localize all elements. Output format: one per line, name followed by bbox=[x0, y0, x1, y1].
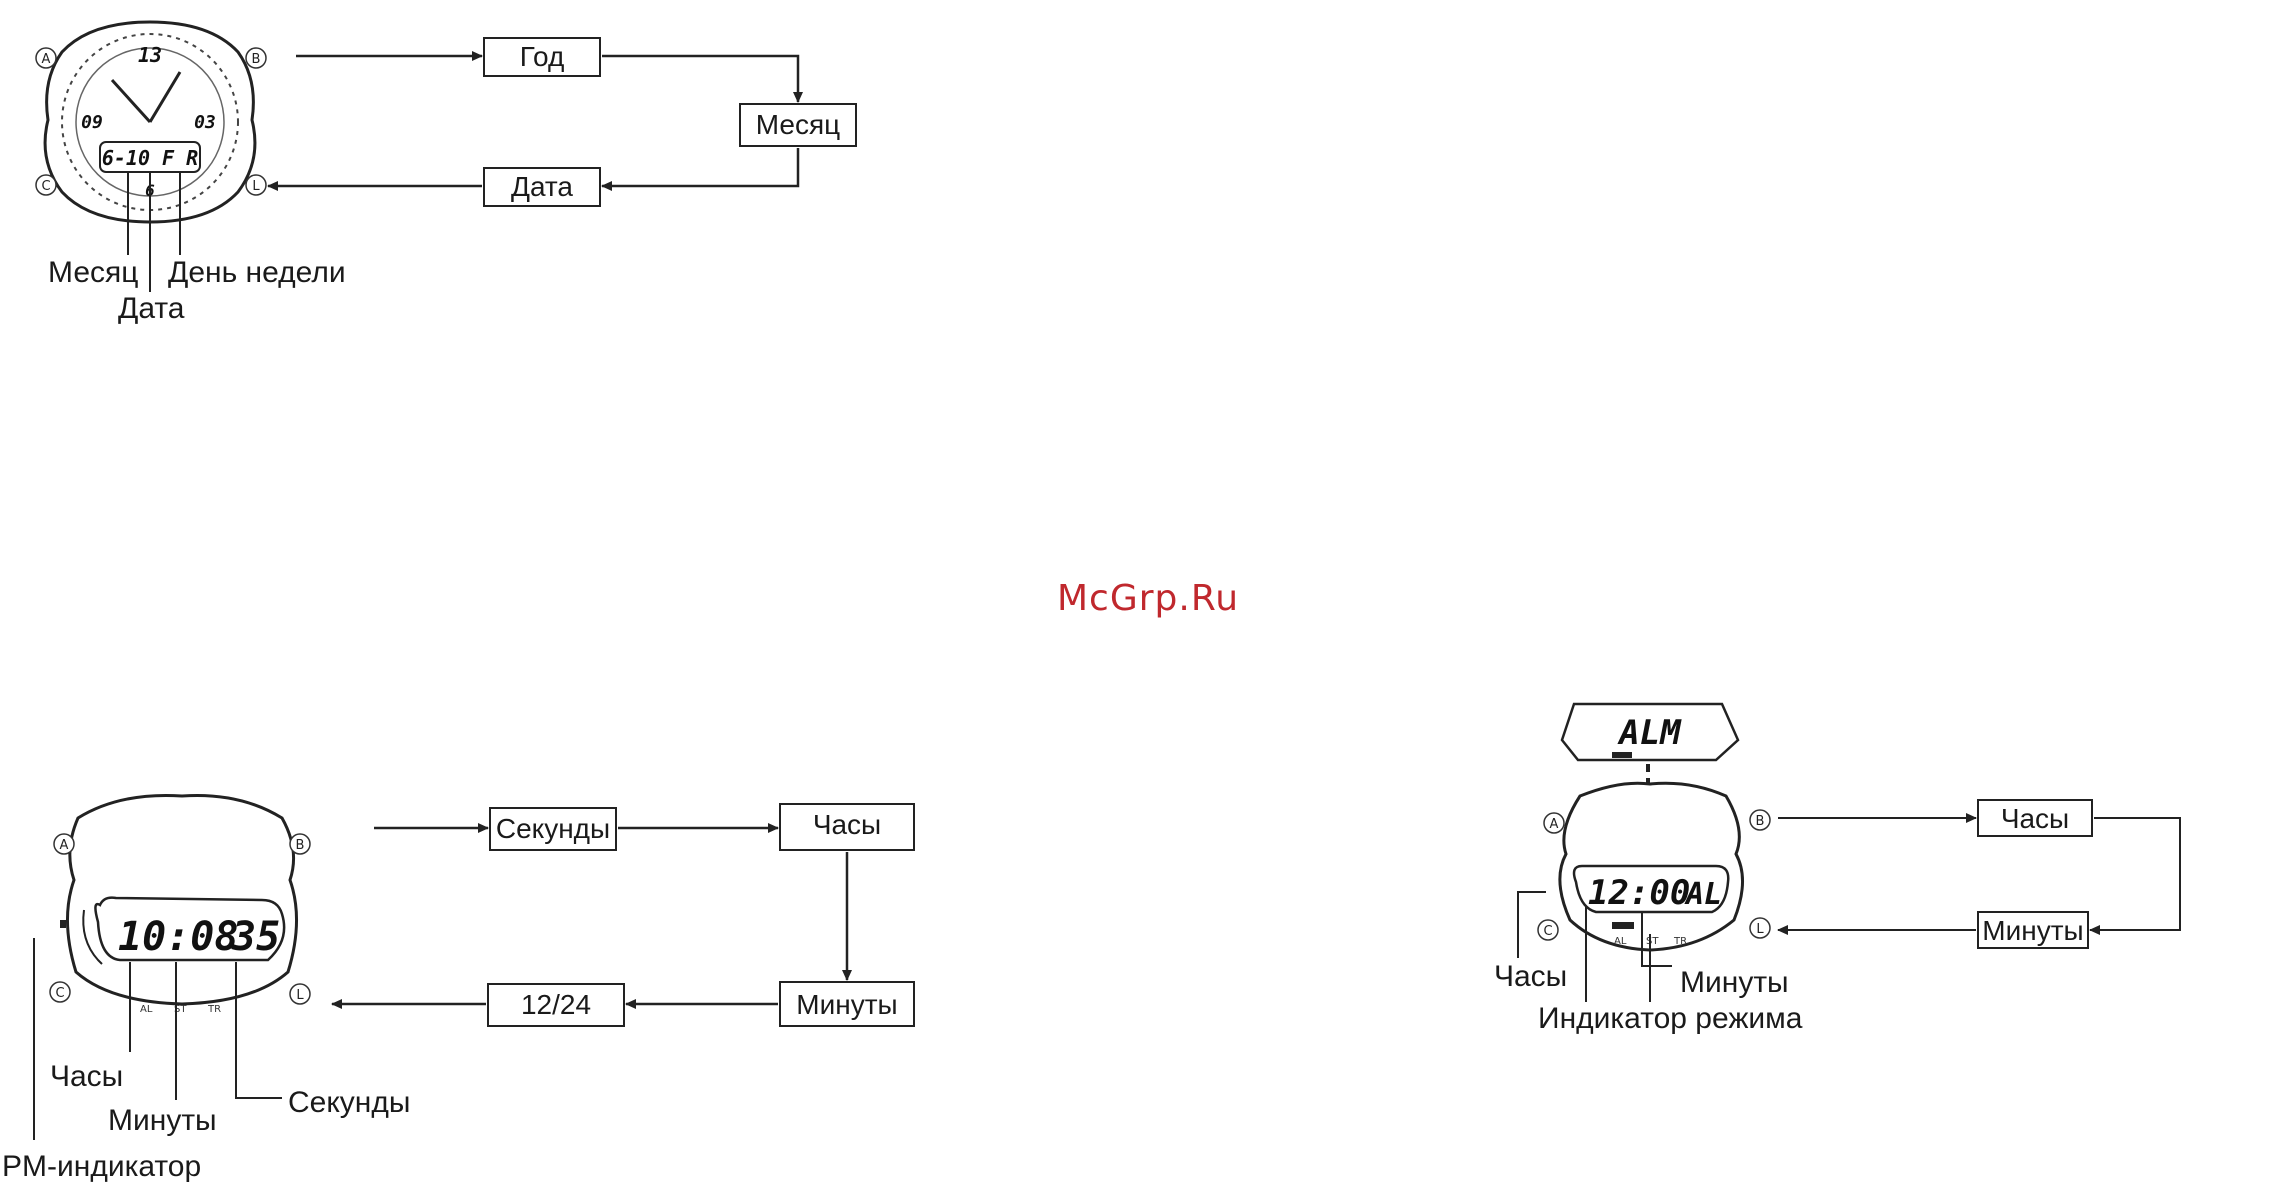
date-lcd-text: 6-10 F R bbox=[102, 146, 198, 170]
button-a-label: A bbox=[42, 52, 51, 67]
button-a[interactable]: A bbox=[54, 834, 74, 854]
indicator-st: ST bbox=[1646, 936, 1659, 947]
alarm-lcd-suffix: AL bbox=[1684, 877, 1722, 912]
label-pm-indicator: PM-индикатор bbox=[2, 1150, 201, 1183]
button-c-label: C bbox=[55, 986, 64, 1001]
button-a[interactable]: A bbox=[36, 48, 56, 68]
date-watch-illustration: 13 09 03 6-10 F R 6 A B C L bbox=[36, 22, 266, 292]
indicator-tr: TR bbox=[207, 1004, 221, 1015]
button-l[interactable]: L bbox=[1750, 918, 1770, 938]
arrow-hours-to-minutes bbox=[2090, 818, 2180, 930]
indicator-tr: TR bbox=[1673, 936, 1687, 947]
label-mode-indicator: Индикатор режима bbox=[1538, 1002, 1803, 1035]
button-b[interactable]: B bbox=[290, 834, 310, 854]
alarm-lcd-main: 12:00 bbox=[1588, 873, 1690, 913]
label-minutes: Минуты bbox=[108, 1104, 217, 1137]
step-year: Год bbox=[520, 41, 565, 72]
arrow-month-to-date bbox=[602, 148, 798, 186]
button-c-label: C bbox=[1543, 924, 1552, 939]
button-l[interactable]: L bbox=[290, 984, 310, 1004]
mode-lcd-text: ALM bbox=[1617, 713, 1682, 753]
label-weekday: День недели bbox=[168, 256, 346, 289]
button-l-label: L bbox=[1756, 922, 1764, 937]
step-seconds: Секунды bbox=[496, 813, 610, 844]
button-b-label: B bbox=[296, 838, 305, 853]
label-seconds: Секунды bbox=[288, 1086, 410, 1119]
label-hours: Часы bbox=[50, 1060, 123, 1093]
time-lcd-seconds: 35 bbox=[231, 914, 280, 960]
button-b[interactable]: B bbox=[246, 48, 266, 68]
time-lcd-main: 10:08 bbox=[118, 914, 238, 960]
button-c-label: C bbox=[41, 179, 50, 194]
button-l-label: L bbox=[252, 179, 260, 194]
button-a-label: A bbox=[60, 838, 69, 853]
button-a[interactable]: A bbox=[1544, 813, 1564, 833]
indicator-al: AL bbox=[1614, 936, 1627, 947]
dial-left-number: 09 bbox=[81, 112, 103, 133]
arrow-year-to-month bbox=[602, 56, 798, 102]
step-alarm-hours: Часы bbox=[2001, 803, 2069, 834]
date-setting-section: 13 09 03 6-10 F R 6 A B C L bbox=[36, 22, 856, 325]
dial-top-number: 13 bbox=[138, 43, 162, 67]
label-minutes: Минуты bbox=[1680, 966, 1789, 999]
button-l[interactable]: L bbox=[246, 175, 266, 195]
button-b[interactable]: B bbox=[1750, 810, 1770, 830]
step-alarm-minutes: Минуты bbox=[1982, 915, 2083, 946]
step-minutes: Минуты bbox=[796, 989, 897, 1020]
watermark: McGrp.Ru bbox=[1057, 578, 1239, 619]
step-date: Дата bbox=[511, 171, 573, 202]
label-month: Месяц bbox=[48, 256, 138, 289]
button-l-label: L bbox=[296, 988, 304, 1003]
button-b-label: B bbox=[252, 52, 261, 67]
button-a-label: A bbox=[1550, 817, 1559, 832]
indicator-al: AL bbox=[140, 1004, 153, 1015]
label-date: Дата bbox=[118, 292, 185, 325]
alarm-setting-section: ALM 12:00 AL AL ST TR A B C bbox=[1494, 704, 2180, 1035]
button-b-label: B bbox=[1756, 814, 1765, 829]
label-hours: Часы bbox=[1494, 960, 1567, 993]
button-c[interactable]: C bbox=[50, 982, 70, 1002]
button-c[interactable]: C bbox=[36, 175, 56, 195]
step-month: Месяц bbox=[756, 109, 840, 140]
step-hours: Часы bbox=[813, 809, 881, 840]
step-12-24: 12/24 bbox=[521, 989, 591, 1020]
button-c[interactable]: C bbox=[1538, 920, 1558, 940]
time-setting-section: 10:08 35 AL ST TR A B C L bbox=[2, 795, 914, 1183]
dial-right-number: 03 bbox=[194, 112, 216, 133]
